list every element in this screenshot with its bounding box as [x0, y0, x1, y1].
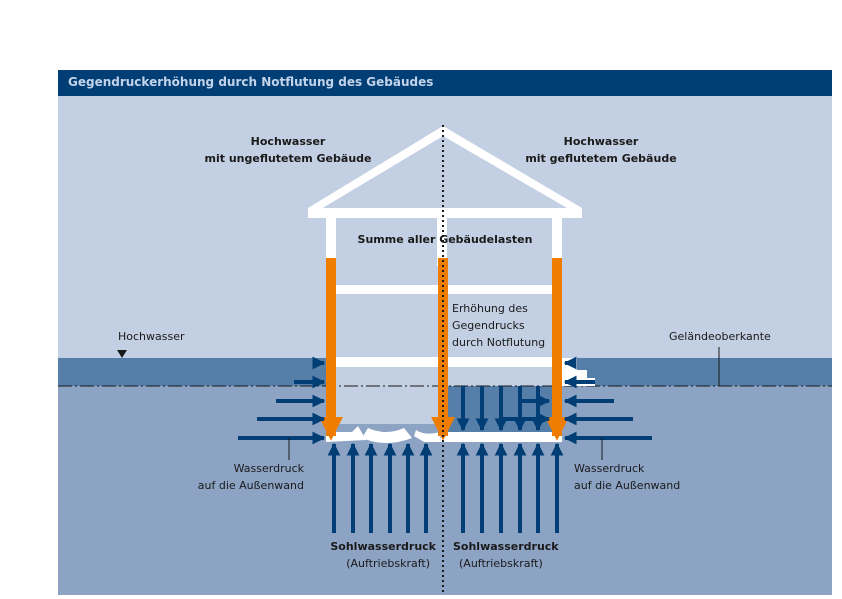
interior-downward-arrows	[456, 386, 551, 432]
wall-pressure-arrows-left	[238, 356, 326, 445]
wall-pressure-left-line1: Wasserdruck	[234, 462, 305, 475]
foundation-slab-right	[441, 432, 562, 442]
diagram-title: Gegendruckerhöhung durch Notflutung des …	[68, 75, 434, 89]
wall-pressure-right-line1: Wasserdruck	[574, 462, 645, 475]
base-pressure-right-line1: Sohlwasserdruck	[453, 540, 559, 553]
wall-pressure-right-line2: auf die Außenwand	[574, 479, 680, 492]
foundation-gap-area	[333, 424, 441, 434]
foundation-piece-2	[362, 428, 412, 443]
counterpressure-label-line3: durch Notflutung	[452, 336, 545, 349]
flood-level-marker-icon	[117, 350, 127, 358]
base-pressure-left-line1: Sohlwasserdruck	[330, 540, 436, 553]
building-loads-label: Summe aller Gebäudelasten	[358, 233, 533, 246]
title-bar	[58, 70, 832, 96]
uplift-arrows-left	[327, 442, 433, 533]
roof-beam	[308, 208, 582, 218]
wall-pressure-arrows-right	[563, 356, 652, 445]
step-patch-2	[557, 370, 587, 380]
uplift-arrows-right	[456, 442, 564, 533]
heading-right-line2: mit geflutetem Gebäude	[525, 152, 676, 165]
counterpressure-label-line1: Erhöhung des	[452, 302, 528, 315]
wall-right	[552, 216, 562, 266]
base-pressure-right-line2: (Auftriebskraft)	[459, 557, 543, 570]
heading-left-line2: mit ungeflutetem Gebäude	[205, 152, 372, 165]
counterpressure-label-line2: Gegendrucks	[452, 319, 525, 332]
flood-level-label: Hochwasser	[118, 330, 185, 343]
wall-left	[326, 216, 336, 266]
heading-left-line1: Hochwasser	[251, 135, 326, 148]
wall-pressure-left-line2: auf die Außenwand	[198, 479, 304, 492]
ground-level-label: Geländeoberkante	[669, 330, 771, 343]
building-interior-left	[333, 220, 441, 432]
heading-right-line1: Hochwasser	[564, 135, 639, 148]
base-pressure-left-line2: (Auftriebskraft)	[346, 557, 430, 570]
